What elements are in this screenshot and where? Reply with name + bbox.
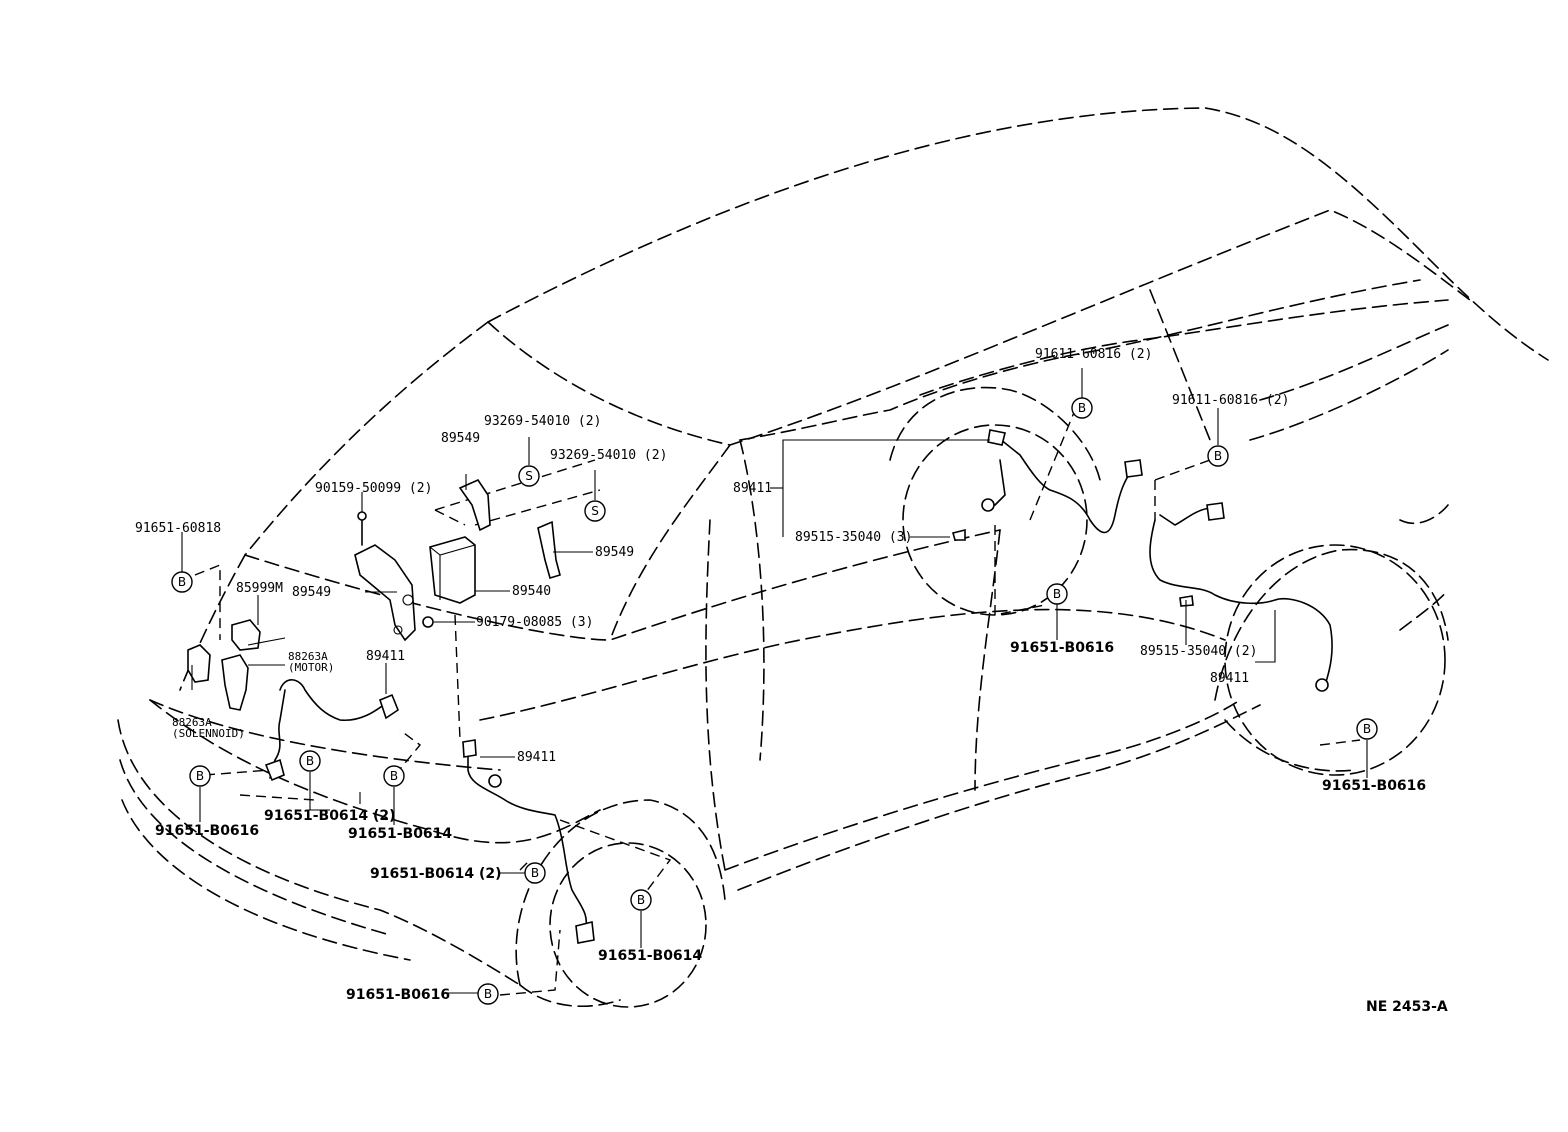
svg-text:S: S — [591, 504, 599, 518]
bolt-symbols: B B B B B B B B B B B S S — [171, 397, 1378, 1005]
screw-symbol: S — [584, 500, 606, 522]
figure-id: NE 2453-A — [1366, 999, 1448, 1015]
bolt-symbol: B — [1356, 718, 1378, 740]
label-91651-b0616-c: 91651-B0616 — [1322, 778, 1426, 794]
label-91651-60818: 91651-60818 — [135, 521, 221, 536]
bolt-symbol: B — [477, 983, 499, 1005]
relay-88263a-motor — [221, 654, 249, 711]
screw-symbol: S — [518, 465, 540, 487]
vehicle-outline — [117, 107, 1549, 1008]
svg-text:B: B — [637, 893, 645, 907]
bolt-symbol: B — [299, 750, 321, 772]
svg-text:B: B — [1078, 401, 1086, 415]
leader-lines — [181, 368, 1368, 994]
bolt-symbol: B — [171, 571, 193, 593]
label-91651-b0616-a: 91651-B0616 — [155, 823, 259, 839]
label-89549-left: 89549 — [292, 585, 331, 600]
svg-text:B: B — [178, 575, 186, 589]
label-88263a-motor: 88263A — [288, 650, 328, 663]
abs-computer-box — [429, 536, 476, 604]
label-88263a-motor-note: (MOTOR) — [288, 661, 334, 674]
svg-text:B: B — [390, 769, 398, 783]
label-91611-60816-b: 91611-60816 (2) — [1172, 393, 1289, 408]
svg-text:B: B — [484, 987, 492, 1001]
label-91651-b0614-b: 91651-B0614 — [348, 826, 452, 842]
label-91651-b0614-a: 91651-B0614 (2) — [264, 808, 396, 824]
harness-rear-right — [1149, 507, 1333, 686]
label-90159-50099: 90159-50099 (2) — [315, 481, 432, 496]
harness-rear-left — [994, 434, 1133, 534]
label-89411-rear-left: 89411 — [733, 481, 772, 496]
label-89411-rear-right: 89411 — [1210, 671, 1249, 686]
label-91651-b0616-d: 91651-B0616 — [346, 987, 450, 1003]
harness-front-right — [467, 744, 588, 931]
label-89515-35040-b: 89515-35040 (2) — [1140, 644, 1257, 659]
label-89515-35040-a: 89515-35040 (3) — [795, 530, 912, 545]
label-91651-b0616-b: 91651-B0616 — [1010, 640, 1114, 656]
svg-text:B: B — [196, 769, 204, 783]
part-labels: 91651-60818 85999M 88263A (MOTOR) 88263A… — [135, 347, 1448, 1015]
bolt-symbol: B — [1207, 445, 1229, 467]
label-91651-b0614-c: 91651-B0614 (2) — [370, 866, 502, 882]
svg-text:B: B — [1214, 449, 1222, 463]
svg-text:S: S — [525, 469, 533, 483]
label-89549-top: 89549 — [441, 431, 480, 446]
label-85999m: 85999M — [236, 581, 283, 596]
nut-90179 — [422, 616, 434, 628]
label-91611-60816-a: 91611-60816 (2) — [1035, 347, 1152, 362]
label-91651-b0614-d: 91651-B0614 — [598, 948, 702, 964]
bracket-89549-top — [458, 478, 491, 532]
label-89411-front-left: 89411 — [366, 649, 405, 664]
harness-front-left — [269, 679, 391, 779]
abs-parts — [187, 429, 1333, 944]
label-90179-08085: 90179-08085 (3) — [476, 615, 593, 630]
relay-85999m — [231, 619, 261, 651]
bolt-symbol: B — [630, 889, 652, 911]
bolt-symbol: B — [1071, 397, 1093, 419]
label-93269-54010-a: 93269-54010 (2) — [484, 414, 601, 429]
svg-text:B: B — [1053, 587, 1061, 601]
label-89411-front-right: 89411 — [517, 750, 556, 765]
label-89549-right: 89549 — [595, 545, 634, 560]
bolt-symbol: B — [189, 765, 211, 787]
label-88263a-solenoid: 88263A — [172, 716, 212, 729]
bolt-symbol: B — [524, 862, 546, 884]
bolt-symbol: B — [383, 765, 405, 787]
bolt-symbol: B — [1046, 583, 1068, 605]
svg-text:B: B — [531, 866, 539, 880]
svg-text:B: B — [306, 754, 314, 768]
bracket-89549-right — [537, 520, 561, 580]
label-93269-54010-b: 93269-54010 (2) — [550, 448, 667, 463]
relay-88263a-solenoid — [187, 644, 211, 683]
svg-text:B: B — [1363, 722, 1371, 736]
label-88263a-solenoid-note: (SOLENNOID) — [172, 727, 245, 740]
label-89540: 89540 — [512, 584, 551, 599]
